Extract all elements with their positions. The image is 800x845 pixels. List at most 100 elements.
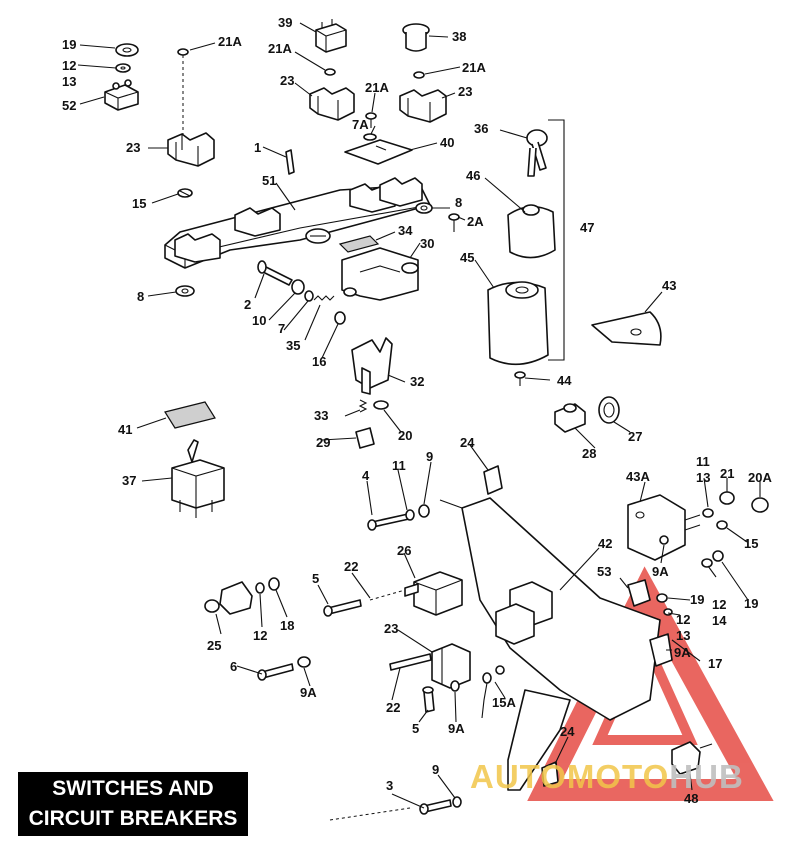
nut-19-top <box>115 43 139 57</box>
washer-10 <box>291 279 305 295</box>
callout-12: 12 <box>62 58 76 73</box>
callout-2: 2 <box>244 297 251 312</box>
callout-9A: 9A <box>448 721 465 736</box>
callout-11: 11 <box>696 454 710 469</box>
callout-23: 23 <box>458 84 472 99</box>
callout-46: 46 <box>466 168 480 183</box>
clip-24-bottom <box>541 761 559 787</box>
bolt-5-upper <box>323 599 362 617</box>
pin-1 <box>285 149 295 175</box>
callout-36: 36 <box>474 121 488 136</box>
bracket-47-callout <box>548 119 565 361</box>
nut-8-right <box>415 202 433 214</box>
screw-21A-left <box>177 48 189 140</box>
callout-37: 37 <box>122 473 136 488</box>
callout-19: 19 <box>62 37 76 52</box>
bolt-22-lower <box>389 653 432 671</box>
breaker-25 <box>204 581 253 615</box>
ring-16 <box>334 311 346 325</box>
breaker-53 <box>627 579 651 607</box>
spring-35 <box>313 295 335 301</box>
callout-27: 27 <box>628 429 642 444</box>
callout-22: 22 <box>386 700 400 715</box>
callout-12: 12 <box>253 628 267 643</box>
bolt-3 <box>329 799 452 821</box>
callout-10: 10 <box>252 313 266 328</box>
lockwasher-15-right <box>716 520 728 530</box>
nut-9-lower <box>418 504 430 518</box>
callout-15: 15 <box>744 536 758 551</box>
bracket-23-left <box>167 132 215 167</box>
washer-12-14-right <box>701 558 713 568</box>
callout-53: 53 <box>597 564 611 579</box>
screw-21A-center <box>365 112 377 128</box>
switch-28 <box>554 403 586 433</box>
nuts-19-12-13-mid <box>656 593 673 616</box>
connector-39 <box>315 19 347 53</box>
callout-28: 28 <box>582 446 596 461</box>
mounting-plate-42 <box>439 497 661 791</box>
callout-21A: 21A <box>218 34 242 49</box>
washer-7 <box>304 290 314 302</box>
callout-48: 48 <box>684 791 698 806</box>
screw-2A <box>448 213 460 232</box>
callout-7: 7 <box>278 321 285 336</box>
plate-40 <box>344 139 413 165</box>
bolt-2 <box>257 260 293 286</box>
callout-16: 16 <box>312 354 326 369</box>
bolt-6 <box>257 663 294 681</box>
callout-7A: 7A <box>352 117 369 132</box>
toggle-switch-37 <box>171 439 225 518</box>
bracket-23-lower <box>431 643 471 689</box>
callout-41: 41 <box>118 422 132 437</box>
callout-13: 13 <box>62 74 76 89</box>
washer-9A-left <box>297 656 311 668</box>
washer-9-bottom <box>452 796 462 808</box>
watermark-hub: HUB <box>669 758 744 795</box>
label-plate-34 <box>338 235 380 253</box>
boot-38 <box>402 23 430 52</box>
lockwasher-15A <box>495 665 505 675</box>
callout-9: 9 <box>426 449 433 464</box>
callout-43A: 43A <box>626 469 650 484</box>
callout-33: 33 <box>314 408 328 423</box>
watermark-automoto: AUTOMOTO <box>470 758 670 795</box>
callout-9A: 9A <box>674 645 691 660</box>
callout-40: 40 <box>440 135 454 150</box>
washer-12-13-top <box>115 63 131 73</box>
washer-11-13-right <box>702 508 714 518</box>
washer-7A <box>363 133 377 141</box>
callout-20: 20 <box>398 428 412 443</box>
bracket-23-right <box>399 89 447 123</box>
callout-23: 23 <box>384 621 398 636</box>
callout-17: 17 <box>708 656 722 671</box>
callout-14: 14 <box>712 613 727 628</box>
callout-11: 11 <box>392 458 406 473</box>
callout-labels: 19 12 13 52 21A 39 21A 38 21A 23 23 21A … <box>62 15 772 806</box>
callout-43: 43 <box>662 278 676 293</box>
plate-43 <box>591 311 662 346</box>
callout-6: 6 <box>230 659 237 674</box>
callout-9: 9 <box>432 762 439 777</box>
callout-42: 42 <box>598 536 612 551</box>
callout-1: 1 <box>254 140 261 155</box>
knob-29 <box>355 427 375 449</box>
screw-21A-mid <box>324 68 336 76</box>
callout-5: 5 <box>412 721 419 736</box>
title-line-2: CIRCUIT BREAKERS <box>28 807 238 830</box>
callout-39: 39 <box>278 15 292 30</box>
callout-23: 23 <box>126 140 140 155</box>
callout-15: 15 <box>132 196 146 211</box>
callout-21A: 21A <box>462 60 486 75</box>
washer-11-lower <box>405 509 415 521</box>
washer-12-left <box>255 582 265 594</box>
callout-26: 26 <box>397 543 411 558</box>
callout-32: 32 <box>410 374 424 389</box>
callout-12: 12 <box>676 612 690 627</box>
callout-51: 51 <box>262 173 276 188</box>
callout-38: 38 <box>452 29 466 44</box>
washer-9A-right <box>659 535 669 545</box>
callout-21A: 21A <box>268 41 292 56</box>
callout-8: 8 <box>455 195 462 210</box>
